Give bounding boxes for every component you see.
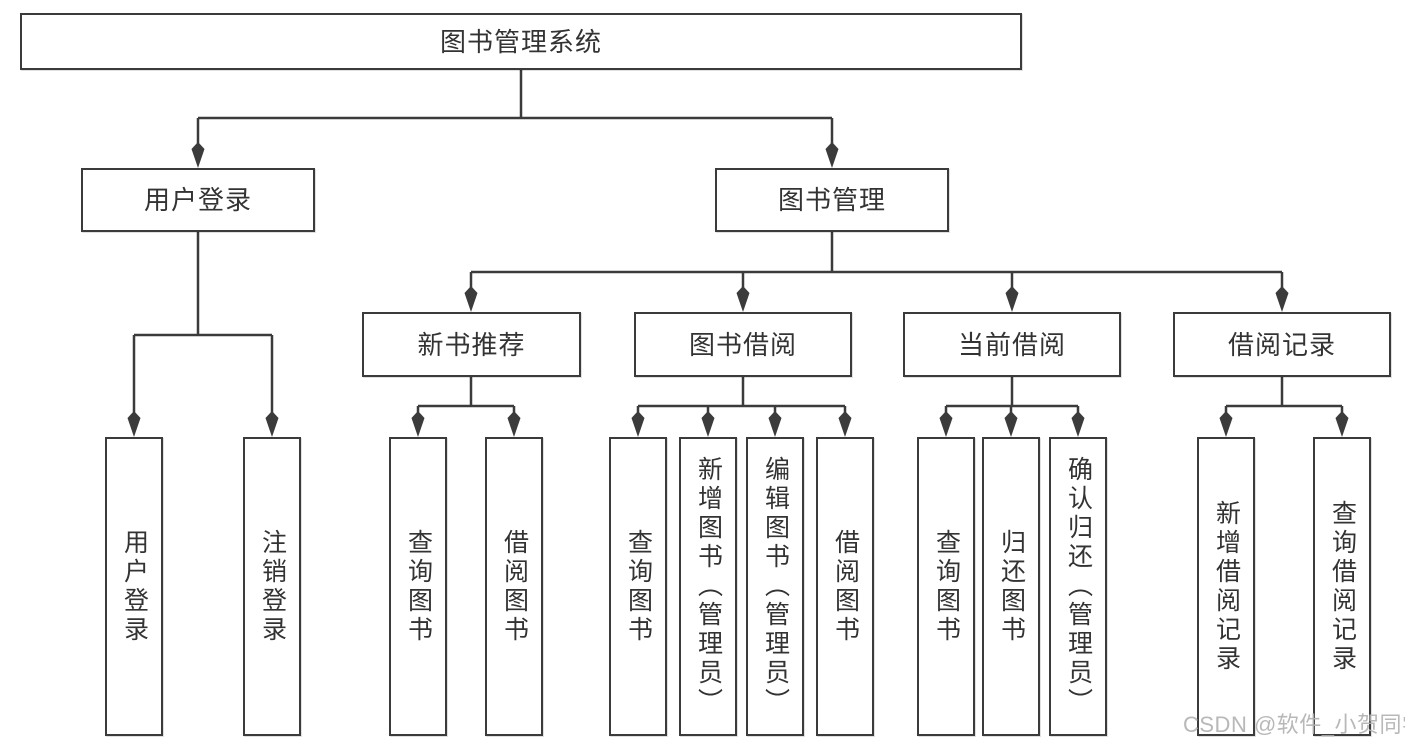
arrow-down-icon [838,411,852,437]
node-leaf-query-books-3: 查询图书 [917,437,975,736]
node-root-label: 图书管理系统 [439,26,602,57]
node-book-borrowing: 图书借阅 [634,312,852,377]
node-leaf-edit-book-admin: 编辑图书（管理员） [746,437,804,736]
arrowheads [127,142,1349,437]
node-leaf-return-books-label: 归还图书 [997,528,1026,645]
arrow-down-icon [127,411,141,437]
node-leaf-user-login-label: 用户登录 [120,528,149,645]
node-leaf-return-books: 归还图书 [982,437,1040,736]
node-book-management-label: 图书管理 [777,185,886,215]
node-borrowing-records-label: 借阅记录 [1227,329,1336,360]
node-leaf-confirm-return-admin: 确认归还（管理员） [1049,437,1107,736]
node-book-borrowing-label: 图书借阅 [688,329,797,360]
node-leaf-add-book-admin: 新增图书（管理员） [679,437,737,736]
node-leaf-query-books-1-label: 查询图书 [404,528,433,645]
node-leaf-add-book-admin-label: 新增图书（管理员） [694,456,723,717]
arrow-down-icon [736,286,750,312]
arrow-down-icon [1335,411,1349,437]
csdn-watermark: CSDN @软件_小贺同学 [1183,712,1405,737]
arrow-down-icon [191,142,205,168]
connector-current-borrow-to-leaves [944,377,1080,413]
arrow-down-icon [701,411,715,437]
node-leaf-borrow-books-1: 借阅图书 [485,437,543,736]
connector-root-to-level2 [196,70,834,144]
node-new-book-recommendation-label: 新书推荐 [417,329,526,360]
arrow-down-icon [939,411,953,437]
node-leaf-user-login: 用户登录 [105,437,163,736]
node-leaf-query-books-2-label: 查询图书 [624,528,653,645]
node-user-login-label: 用户登录 [143,185,252,215]
arrow-down-icon [1071,411,1085,437]
node-new-book-recommendation: 新书推荐 [362,312,581,377]
node-root: 图书管理系统 [20,13,1022,70]
arrow-down-icon [1219,411,1233,437]
arrow-down-icon [825,142,839,168]
node-leaf-confirm-return-admin-label: 确认归还（管理员） [1064,456,1093,717]
node-leaf-logout: 注销登录 [243,437,301,736]
connector-paths [132,70,1344,413]
node-book-management: 图书管理 [715,168,949,232]
arrow-down-icon [1005,286,1019,312]
node-user-login: 用户登录 [81,168,315,232]
node-borrowing-records: 借阅记录 [1173,312,1391,377]
arrow-down-icon [631,411,645,437]
arrow-down-icon [464,286,478,312]
connector-book-borrow-to-leaves [636,377,847,413]
node-leaf-add-borrow-record-label: 新增借阅记录 [1212,499,1241,674]
node-leaf-logout-label: 注销登录 [258,528,287,645]
node-leaf-query-borrow-record-label: 查询借阅记录 [1328,499,1357,674]
node-current-borrowing: 当前借阅 [903,312,1121,377]
node-leaf-query-books-3-label: 查询图书 [932,528,961,645]
node-leaf-borrow-books-1-label: 借阅图书 [500,528,529,645]
connector-borrow-records-to-leaves [1224,377,1344,413]
arrow-down-icon [1275,286,1289,312]
node-current-borrowing-label: 当前借阅 [957,329,1066,360]
node-leaf-query-books-2: 查询图书 [609,437,667,736]
connector-book-mgmt-to-level3 [469,232,1284,288]
node-leaf-add-borrow-record: 新增借阅记录 [1197,437,1255,736]
node-leaf-query-borrow-record: 查询借阅记录 [1313,437,1371,736]
node-leaf-borrow-books-2-label: 借阅图书 [831,528,860,645]
connector-user-login-to-leaves [132,232,274,413]
arrow-down-icon [1004,411,1018,437]
arrow-down-icon [768,411,782,437]
node-leaf-borrow-books-2: 借阅图书 [816,437,874,736]
connector-new-book-rec-to-leaves [416,377,516,413]
arrow-down-icon [411,411,425,437]
arrow-down-icon [507,411,521,437]
arrow-down-icon [265,411,279,437]
node-leaf-edit-book-admin-label: 编辑图书（管理员） [761,456,790,717]
node-leaf-query-books-1: 查询图书 [389,437,447,736]
